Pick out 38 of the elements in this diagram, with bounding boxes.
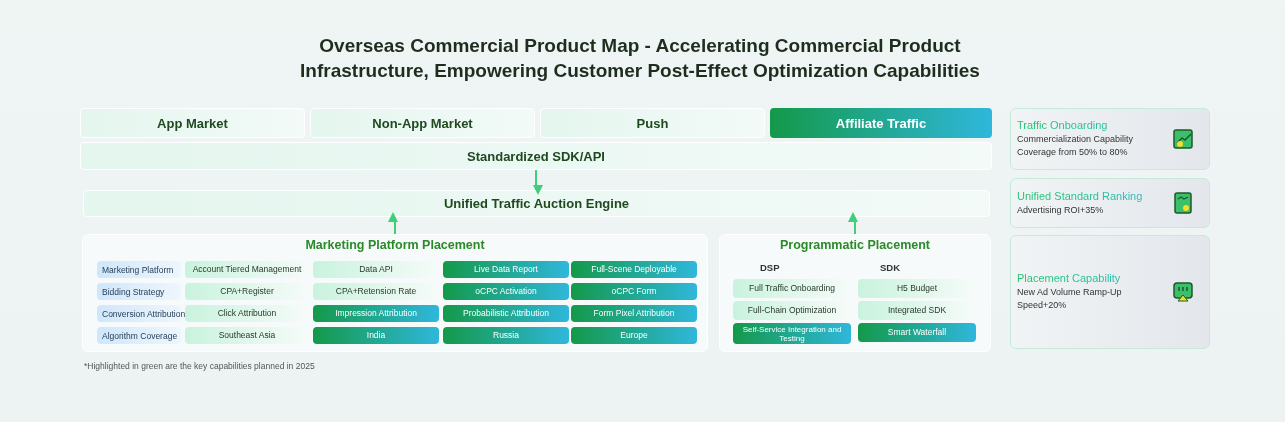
arrow xyxy=(533,169,543,195)
capability-tag: Smart Waterfall xyxy=(858,323,976,342)
capability-tag: Russia xyxy=(443,327,569,344)
row-header: Marketing Platform xyxy=(97,261,181,278)
capability-tag: oCPC Form xyxy=(571,283,697,300)
column-heading: SDK xyxy=(880,262,901,273)
placement-panel xyxy=(719,234,991,352)
capability-tag: oCPC Activation xyxy=(443,283,569,300)
row-header: Algorithm Coverage xyxy=(97,327,181,344)
metric-card xyxy=(1010,235,1210,349)
arrow xyxy=(848,212,858,235)
channel-bar: App Market xyxy=(80,108,305,138)
metric-text: New Ad Volume Ramp-Up Speed+20% xyxy=(1017,286,1123,312)
channel-bar: Push xyxy=(540,108,765,138)
channel-bar: Unified Traffic Auction Engine xyxy=(83,190,990,217)
metric-text: Advertising ROI+35% xyxy=(1017,203,1105,217)
capability-tag: Europe xyxy=(571,327,697,344)
metric-card xyxy=(1010,108,1210,170)
capability-tag: Impression Attribution xyxy=(313,305,439,322)
capability-tag: Self-Service Integration and Testing xyxy=(733,323,851,344)
capability-tag: India xyxy=(313,327,439,344)
placement-panel xyxy=(82,234,708,352)
capability-tag: Live Data Report xyxy=(443,261,569,278)
panel-title: Programmatic Placement xyxy=(778,238,932,252)
title: Overseas Commercial Product Map - Accelerating Commercial Product Infrastructure, Empowering Customer Post-Effect Optimization Capabilities xyxy=(299,34,981,83)
metric-card xyxy=(1010,178,1210,228)
footnote: *Highlighted in green are the key capabilities planned in 2025 xyxy=(84,361,315,371)
capability-tag: Probabilistic Attribution xyxy=(443,305,569,322)
channel-bar: Affiliate Traffic xyxy=(770,108,992,138)
capability-tag: Form Pixel Attribution xyxy=(571,305,697,322)
channel-bar: Non-App Market xyxy=(310,108,535,138)
arrow xyxy=(388,212,398,235)
column-heading: DSP xyxy=(760,262,780,273)
row-header: Bidding Strategy xyxy=(97,283,181,300)
panel-title: Marketing Platform Placement xyxy=(304,238,486,252)
channel-bar: Standardized SDK/API xyxy=(80,142,992,170)
metric-text: Commercialization Capability Coverage from 50% to 80% xyxy=(1017,133,1135,159)
capability-tag: Full-Scene Deployable xyxy=(571,261,697,278)
